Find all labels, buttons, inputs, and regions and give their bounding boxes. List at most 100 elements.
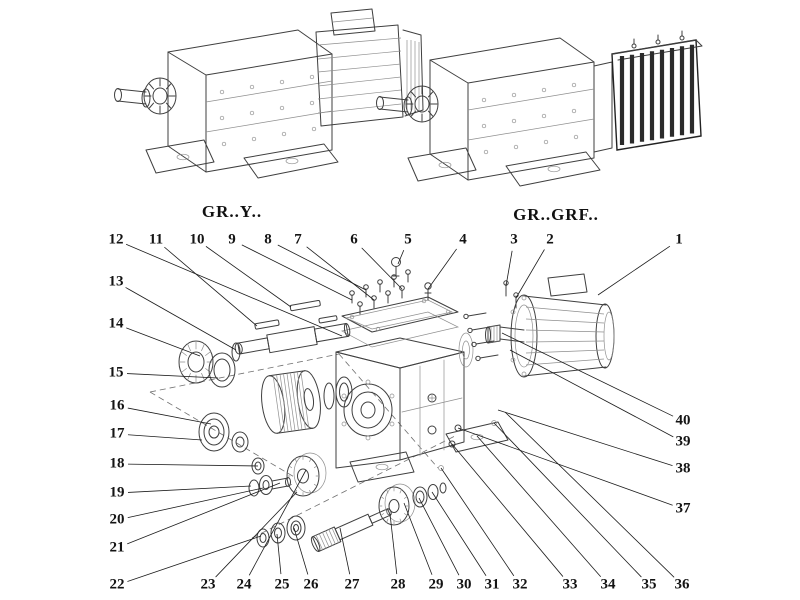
- callout-number-4: 4: [459, 231, 467, 248]
- callout-number-3: 3: [510, 231, 518, 248]
- gearbox-feet: [145, 139, 339, 179]
- callout-number-2: 2: [546, 231, 554, 248]
- callout-number-9: 9: [228, 231, 236, 248]
- leader-line-11: [164, 246, 258, 327]
- leader-line-27: [339, 527, 351, 575]
- model-label-gr-grf: GR..GRF..: [513, 205, 599, 224]
- callout-number-40: 40: [675, 412, 691, 429]
- callout-number-5: 5: [404, 231, 412, 248]
- exploded-view: [149, 257, 615, 552]
- callout-number-19: 19: [109, 484, 125, 501]
- output-bearings: [198, 412, 249, 453]
- gear-washer: [323, 382, 335, 410]
- callout-number-35: 35: [641, 576, 657, 593]
- leader-line-30: [418, 497, 460, 576]
- callout-number-6: 6: [350, 231, 358, 248]
- output-shaft-flange-right: [376, 85, 439, 123]
- alignment-guides: [149, 353, 456, 539]
- motor-mounting-bolts: [463, 312, 499, 362]
- callout-number-10: 10: [189, 231, 205, 248]
- callout-number-12: 12: [108, 231, 124, 248]
- intermediate-gear: [286, 452, 327, 497]
- leader-line-12: [125, 243, 343, 337]
- leader-line-26: [293, 527, 309, 575]
- leader-line-14: [126, 327, 201, 357]
- callout-number-25: 25: [274, 576, 290, 593]
- callout-number-34: 34: [600, 576, 616, 593]
- leader-line-6: [361, 247, 403, 290]
- pinion-shaft: [310, 508, 392, 552]
- callout-number-21: 21: [109, 539, 125, 556]
- leader-line-33: [451, 443, 564, 577]
- leader-line-34: [476, 435, 602, 578]
- leader-line-37: [457, 427, 673, 506]
- shaft-key-1: [254, 319, 280, 330]
- callout-number-11: 11: [148, 231, 164, 248]
- assembled-view-gr-y: [114, 8, 424, 179]
- callout-number-28: 28: [390, 576, 406, 593]
- callout-number-8: 8: [264, 231, 272, 248]
- output-shaft-flange: [114, 77, 177, 115]
- leader-line-10: [205, 246, 292, 308]
- callout-leader-lines: [125, 243, 675, 582]
- callout-number-1: 1: [675, 231, 683, 248]
- leader-line-17: [127, 434, 203, 441]
- cover-bolts: [349, 269, 411, 315]
- oil-seal: [208, 352, 236, 388]
- leader-line-23: [215, 491, 298, 578]
- leader-line-13: [125, 287, 237, 351]
- leader-line-22: [127, 535, 262, 582]
- callout-number-15: 15: [108, 364, 124, 381]
- callout-number-7: 7: [294, 231, 302, 248]
- callout-number-20: 20: [109, 511, 125, 528]
- callout-number-24: 24: [236, 576, 252, 593]
- leader-line-4: [427, 248, 457, 290]
- callout-number-14: 14: [108, 315, 124, 332]
- exploded-motor: [510, 273, 615, 378]
- callout-number-17: 17: [109, 425, 125, 442]
- leader-line-29: [403, 502, 433, 575]
- leader-line-35: [493, 422, 642, 578]
- callout-number-36: 36: [674, 576, 690, 593]
- leader-line-5: [397, 249, 405, 265]
- top-cover: [340, 296, 460, 348]
- leader-line-19: [127, 485, 252, 493]
- gearbox-feet-right: [407, 147, 601, 187]
- leader-line-15: [126, 373, 219, 379]
- output-shaft: [234, 300, 351, 355]
- leader-line-39: [509, 349, 674, 438]
- shaft-key-3: [318, 315, 338, 324]
- assembled-view-gr-grf: [376, 30, 703, 187]
- callout-number-32: 32: [512, 576, 528, 593]
- eyebolt: [391, 257, 401, 277]
- leader-line-32: [440, 467, 515, 577]
- leader-line-38: [497, 409, 673, 467]
- leader-line-28: [389, 513, 398, 575]
- callout-number-37: 37: [675, 500, 691, 517]
- callout-number-27: 27: [344, 576, 360, 593]
- leader-line-16: [127, 407, 212, 425]
- callout-number-30: 30: [456, 576, 472, 593]
- callout-number-16: 16: [109, 397, 125, 414]
- leader-line-36: [504, 411, 675, 578]
- callout-number-26: 26: [303, 576, 319, 593]
- leader-line-20: [127, 487, 264, 519]
- leader-line-31: [431, 491, 487, 576]
- bottom-rings: [412, 482, 447, 508]
- bottom-gear: [378, 483, 416, 526]
- leader-line-21: [127, 482, 281, 545]
- big-gear: [261, 370, 321, 434]
- leader-line-3: [505, 250, 513, 287]
- callout-number-22: 22: [109, 576, 125, 593]
- callout-number-29: 29: [428, 576, 444, 593]
- breather-plug: [424, 282, 432, 301]
- callout-number-23: 23: [200, 576, 216, 593]
- gear-bearing: [335, 376, 353, 408]
- callout-number-39: 39: [675, 433, 691, 450]
- circlip: [231, 342, 241, 362]
- finned-cover-unit: [593, 30, 703, 153]
- leader-line-18: [127, 463, 259, 467]
- callout-number-13: 13: [108, 273, 124, 290]
- leader-line-40: [501, 332, 674, 417]
